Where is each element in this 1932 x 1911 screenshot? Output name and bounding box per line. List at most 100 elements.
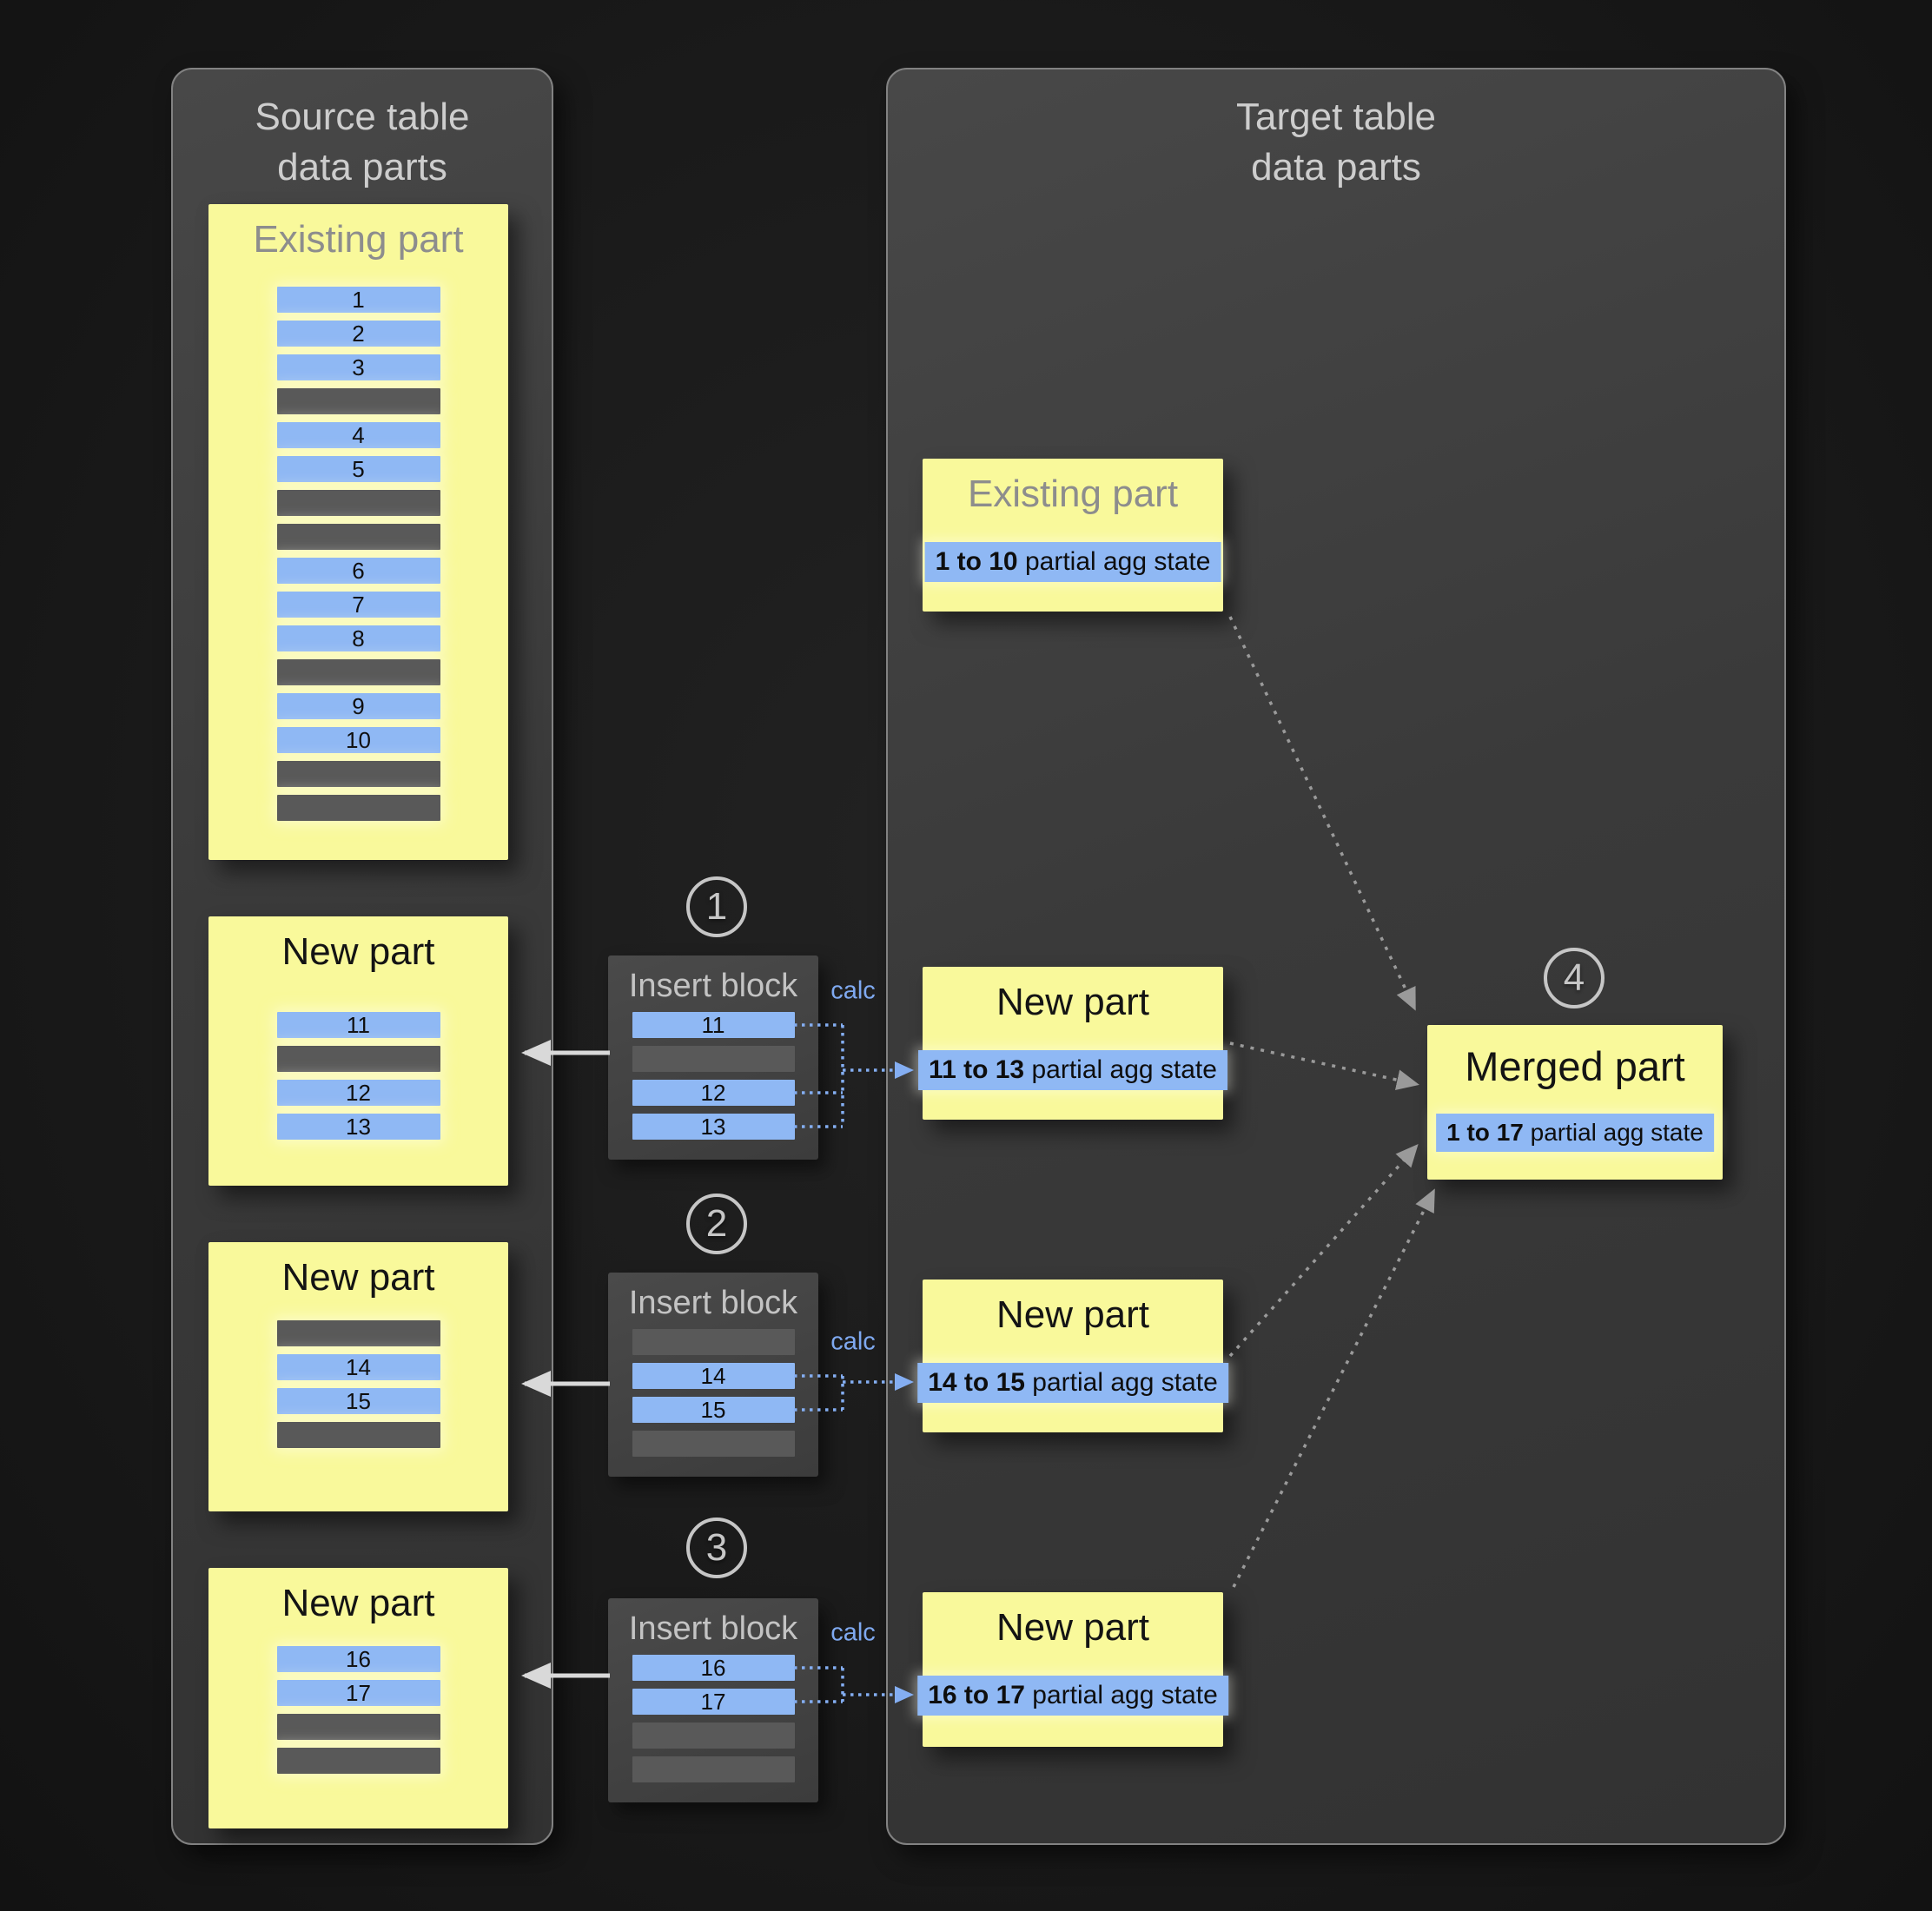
data-row: 15: [276, 1388, 440, 1414]
empty-row: [276, 1320, 440, 1346]
insert-block-1-title: Insert block: [628, 968, 798, 1004]
target-existing-part: Existing part 1 to 10 partial agg state: [923, 459, 1223, 612]
empty-row: [276, 1046, 440, 1072]
agg-range: 16 to 17: [928, 1681, 1025, 1709]
data-row: 13: [632, 1114, 795, 1140]
target-new-part-3: New part 16 to 17 partial agg state: [917, 1592, 1228, 1747]
calc-label-2: calc: [830, 1327, 876, 1356]
data-row: 15: [632, 1397, 795, 1423]
insert-block-2-title: Insert block: [628, 1285, 798, 1321]
data-row: 9: [276, 693, 440, 719]
target-new-part-2: New part 14 to 15 partial agg state: [917, 1280, 1228, 1432]
target-new-part-3-agg-state: 16 to 17 partial agg state: [917, 1676, 1228, 1716]
step-3-badge: 3: [686, 1518, 747, 1578]
source-new-part-1-rows: 11 12 13: [208, 1012, 508, 1140]
agg-suffix: partial agg state: [1024, 547, 1211, 576]
insert-block-1: Insert block 11 12 13: [608, 956, 818, 1160]
step-1-badge: 1: [686, 876, 747, 937]
target-existing-part-title: Existing part: [967, 473, 1179, 515]
target-new-part-1-title: New part: [996, 981, 1150, 1023]
data-row: 10: [276, 727, 440, 753]
agg-suffix: partial agg state: [1032, 1368, 1218, 1397]
target-panel-title-line1: Target table: [1236, 96, 1436, 138]
data-row: 16: [632, 1655, 795, 1681]
source-existing-part-rows: 1 2 3 4 5 6 7 8 9 10: [208, 287, 508, 821]
data-row: 3: [276, 354, 440, 380]
target-new-part-2-title: New part: [996, 1293, 1150, 1336]
source-panel-title-line1: Source table: [255, 96, 470, 138]
calc-label-3: calc: [830, 1618, 876, 1647]
agg-suffix: partial agg state: [1031, 1055, 1217, 1084]
target-merged-agg-state: 1 to 17 partial agg state: [1436, 1114, 1714, 1152]
data-row: 17: [632, 1689, 795, 1715]
source-new-part-1: New part 11 12 13: [208, 916, 508, 1186]
insert-block-1-rows: 11 12 13: [608, 1012, 818, 1140]
empty-row: [276, 388, 440, 414]
agg-suffix: partial agg state: [1032, 1681, 1218, 1709]
data-row: 1: [276, 287, 440, 313]
target-panel-title-line2: data parts: [1251, 146, 1421, 189]
target-new-part-3-title: New part: [996, 1606, 1150, 1649]
empty-row: [632, 1756, 795, 1782]
empty-row: [632, 1723, 795, 1749]
step-4-badge: 4: [1544, 948, 1604, 1008]
target-table-panel: Target table data parts: [886, 68, 1786, 1845]
agg-range: 11 to 13: [929, 1055, 1025, 1084]
data-row: 4: [276, 422, 440, 448]
source-panel-title-line2: data parts: [277, 146, 447, 189]
insert-block-3-title: Insert block: [628, 1610, 798, 1647]
data-row: 2: [276, 321, 440, 347]
data-row: 12: [276, 1080, 440, 1106]
target-merged-part: Merged part 1 to 17 partial agg state: [1427, 1025, 1723, 1180]
data-row: 16: [276, 1646, 440, 1672]
source-existing-part-title: Existing part: [253, 218, 464, 261]
data-row: 17: [276, 1680, 440, 1706]
agg-range: 1 to 10: [935, 547, 1018, 576]
empty-row: [632, 1329, 795, 1355]
data-row: 8: [276, 625, 440, 651]
empty-row: [276, 1748, 440, 1774]
agg-range: 14 to 15: [928, 1368, 1025, 1397]
data-row: 14: [276, 1354, 440, 1380]
data-row: 5: [276, 456, 440, 482]
target-new-part-1: New part 11 to 13 partial agg state: [918, 967, 1227, 1120]
empty-row: [632, 1046, 795, 1072]
agg-suffix: partial agg state: [1530, 1119, 1704, 1146]
target-existing-agg-state: 1 to 10 partial agg state: [924, 542, 1221, 582]
empty-row: [276, 795, 440, 821]
empty-row: [276, 524, 440, 550]
data-row: 13: [276, 1114, 440, 1140]
data-row: 12: [632, 1080, 795, 1106]
empty-row: [276, 1714, 440, 1740]
step-2-badge: 2: [686, 1194, 747, 1254]
data-row: 14: [632, 1363, 795, 1389]
target-new-part-1-agg-state: 11 to 13 partial agg state: [918, 1050, 1227, 1090]
empty-row: [276, 761, 440, 787]
empty-row: [276, 659, 440, 685]
calc-label-1: calc: [830, 976, 876, 1005]
target-merged-part-title: Merged part: [1465, 1043, 1685, 1089]
agg-range: 1 to 17: [1446, 1119, 1524, 1146]
data-row: 7: [276, 592, 440, 618]
data-row: 11: [632, 1012, 795, 1038]
target-new-part-2-agg-state: 14 to 15 partial agg state: [917, 1363, 1228, 1403]
source-new-part-1-title: New part: [281, 930, 435, 973]
empty-row: [276, 1422, 440, 1448]
target-panel-title: Target table data parts: [888, 92, 1784, 193]
data-row: 6: [276, 558, 440, 584]
data-row: 11: [276, 1012, 440, 1038]
empty-row: [632, 1431, 795, 1457]
source-new-part-2-title: New part: [281, 1256, 435, 1299]
source-existing-part: Existing part 1 2 3 4 5 6 7 8 9 10: [208, 204, 508, 860]
source-panel-title: Source table data parts: [173, 92, 552, 193]
empty-row: [276, 490, 440, 516]
